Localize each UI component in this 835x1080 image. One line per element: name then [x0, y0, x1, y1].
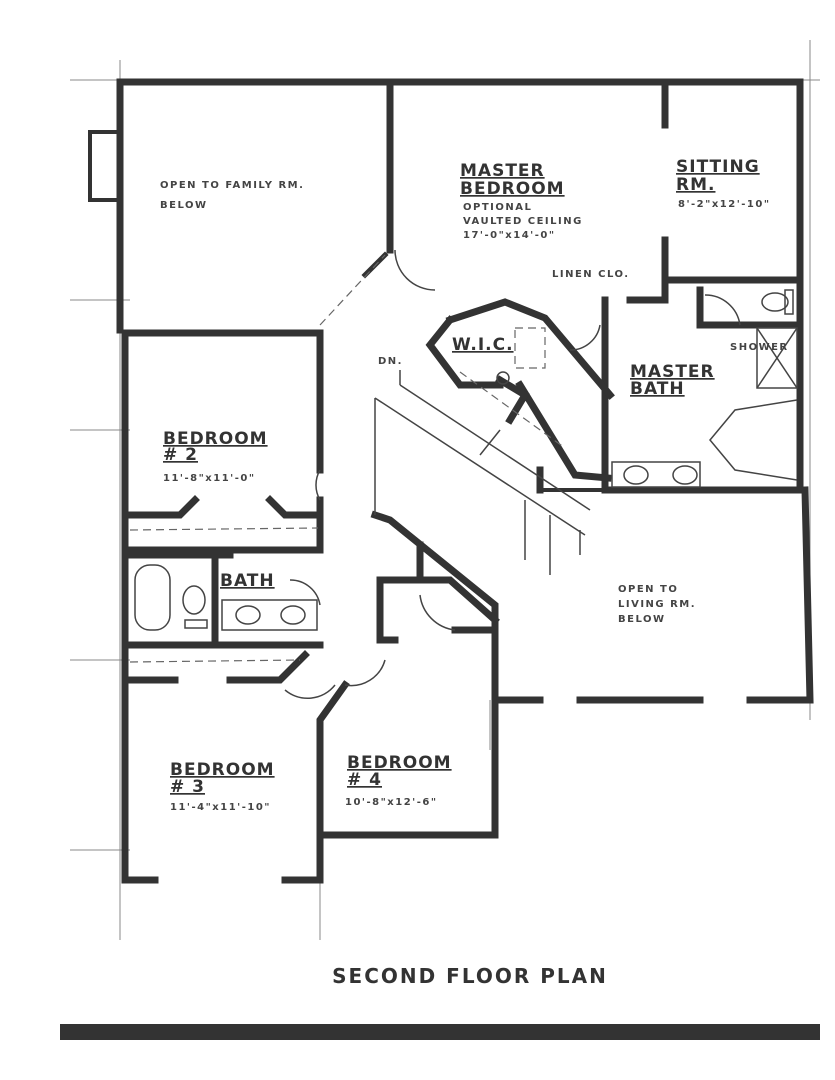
master-bath-title-2: BATH — [630, 379, 685, 399]
bath-label: BATH — [220, 571, 275, 591]
family-open-label: OPEN TO FAMILY RM. — [160, 180, 304, 191]
master-bedroom-note: OPTIONAL — [463, 202, 532, 213]
thin-details — [129, 249, 798, 699]
linen-closet-label: LINEN CLO. — [552, 269, 630, 280]
living-open-label-3: BELOW — [618, 614, 666, 625]
bedroom3-size: 11'-4"x11'-10" — [170, 802, 271, 813]
bedroom2-title-2: # 2 — [163, 445, 198, 465]
bedroom4-size: 10'-8"x12'-6" — [345, 797, 438, 808]
master-bedroom-title-2: BEDROOM — [460, 179, 565, 199]
family-open-label-2: BELOW — [160, 200, 208, 211]
plan-title: SECOND FLOOR PLAN — [332, 964, 608, 988]
down-stairs-label: DN. — [378, 356, 403, 367]
living-open-label-2: LIVING RM. — [618, 599, 696, 610]
bedroom2-size: 11'-8"x11'-0" — [163, 473, 256, 484]
sitting-room-title: SITTING — [676, 157, 760, 177]
master-bath-title: MASTER — [630, 362, 715, 382]
bedroom4-title-2: # 4 — [347, 770, 382, 790]
master-bedroom-note-2: VAULTED CEILING — [463, 216, 583, 227]
shower-label: SHOWER — [730, 342, 789, 353]
wic-label: W.I.C. — [452, 335, 514, 355]
bedroom2-title: BEDROOM — [163, 429, 268, 449]
living-open-label: OPEN TO — [618, 584, 678, 595]
bedroom3-title-2: # 3 — [170, 777, 205, 797]
room-labels: OPEN TO FAMILY RM. BELOW MASTER BEDROOM … — [160, 157, 789, 813]
master-bedroom-size: 17'-0"x14'-0" — [463, 230, 556, 241]
master-bedroom-title: MASTER — [460, 161, 545, 181]
sitting-room-title-2: RM. — [676, 175, 715, 195]
bedroom4-title: BEDROOM — [347, 753, 452, 773]
walls — [88, 78, 814, 884]
bottom-bar — [60, 1024, 820, 1040]
sitting-room-size: 8'-2"x12'-10" — [678, 199, 771, 210]
bedroom3-title: BEDROOM — [170, 760, 275, 780]
